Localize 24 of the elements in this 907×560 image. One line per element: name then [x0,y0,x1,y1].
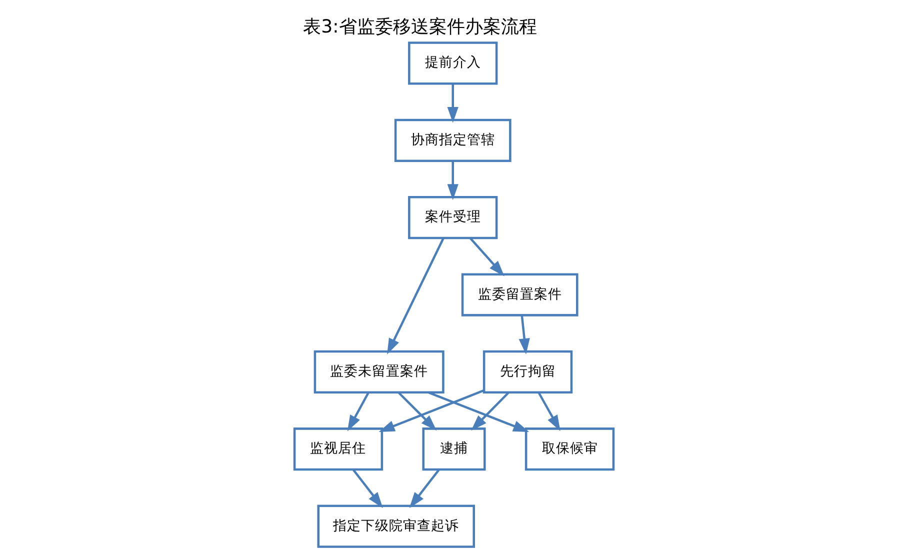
arrow [428,392,529,432]
node-box: 监委未留置案件 [313,350,444,394]
arrow [397,392,436,431]
arrow [352,469,382,508]
node-box: 提前介入 [408,42,498,85]
node-box: 指定下级院审查起诉 [316,504,474,548]
arrow [408,469,440,508]
arrow [446,161,458,200]
node-box: 协商指定管辖 [394,118,511,162]
node-box: 逮捕 [422,428,486,471]
arrow [470,392,509,431]
arrow [378,389,484,432]
arrow [346,392,369,432]
node-box: 监委留置案件 [460,273,578,316]
arrow [518,315,530,354]
node-box: 案件受理 [408,196,498,240]
arrow [386,238,444,354]
node-box: 先行拘留 [482,350,572,394]
node-box: 取保候审 [524,428,614,471]
diagram-title: 表3:省监委移送案件办案流程 [302,16,536,38]
arrow [446,84,458,123]
node-box: 监视居住 [292,428,383,471]
arrow [469,238,504,276]
arrow [537,392,560,432]
